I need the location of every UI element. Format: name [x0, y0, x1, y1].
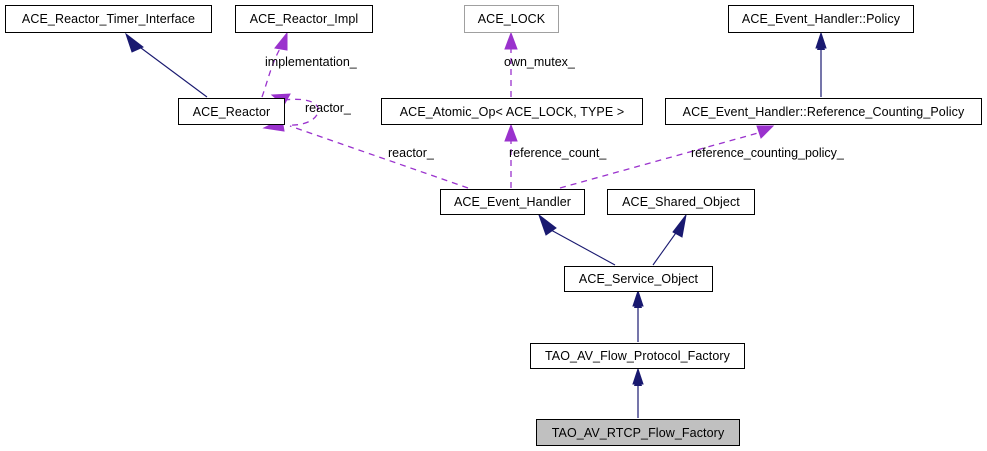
class-node-ace-reactor-timer-interface[interactable]: ACE_Reactor_Timer_Interface [5, 5, 212, 33]
edge-label-reference-counting-policy: reference_counting_policy_ [691, 146, 844, 160]
class-node-label: ACE_LOCK [477, 12, 546, 26]
class-node-tao-av-rtcp-flow-factory[interactable]: TAO_AV_RTCP_Flow_Factory [536, 419, 740, 446]
class-node-label: ACE_Reactor_Impl [249, 12, 359, 26]
edge-inheritance-rtcp-flow-factory-to-flow-protocol-factory [632, 367, 644, 418]
class-node-ace-atomic-op[interactable]: ACE_Atomic_Op< ACE_LOCK, TYPE > [381, 98, 643, 125]
class-node-tao-av-flow-protocol-factory[interactable]: TAO_AV_Flow_Protocol_Factory [530, 343, 745, 369]
class-node-label: ACE_Event_Handler [453, 195, 572, 209]
edge-label-reactor-self: reactor_ [305, 101, 351, 115]
class-node-ace-lock[interactable]: ACE_LOCK [464, 5, 559, 33]
class-node-label: TAO_AV_RTCP_Flow_Factory [551, 425, 725, 440]
class-node-ace-event-handler-reference-counting-policy[interactable]: ACE_Event_Handler::Reference_Counting_Po… [665, 98, 982, 125]
class-node-label: ACE_Event_Handler::Reference_Counting_Po… [682, 104, 965, 119]
class-node-label: ACE_Atomic_Op< ACE_LOCK, TYPE > [399, 104, 625, 119]
edge-association-atomic-op-to-ace-lock [504, 31, 518, 97]
edge-label-reference-count: reference_count_ [509, 146, 607, 160]
edge-inheritance-flow-protocol-factory-to-service-object [632, 289, 644, 342]
edge-label-own-mutex: own_mutex_ [504, 55, 575, 69]
class-node-label: ACE_Event_Handler::Policy [741, 12, 901, 26]
edge-association-event-handler-to-refcount-policy [559, 125, 775, 189]
class-node-ace-event-handler[interactable]: ACE_Event_Handler [440, 189, 585, 215]
class-node-ace-reactor-impl[interactable]: ACE_Reactor_Impl [235, 5, 373, 33]
edge-inheritance-service-object-to-event-handler [537, 213, 616, 266]
class-node-ace-shared-object[interactable]: ACE_Shared_Object [607, 189, 755, 215]
edge-inheritance-reactor-to-timer-interface [125, 32, 208, 98]
edge-inheritance-service-object-to-shared-object [652, 214, 687, 266]
edge-label-implementation: implementation_ [265, 55, 357, 69]
edge-association-reactor-to-reactor-impl [261, 31, 288, 98]
class-node-label: ACE_Service_Object [578, 272, 699, 286]
class-node-ace-service-object[interactable]: ACE_Service_Object [564, 266, 713, 292]
class-node-ace-reactor[interactable]: ACE_Reactor [178, 98, 285, 125]
edge-association-event-handler-to-reactor [289, 125, 469, 189]
class-node-label: ACE_Reactor_Timer_Interface [21, 12, 196, 26]
class-node-label: ACE_Shared_Object [622, 195, 740, 209]
edge-inheritance-refcount-policy-to-policy [815, 31, 827, 97]
class-node-label: ACE_Reactor [192, 104, 271, 119]
class-node-label: TAO_AV_Flow_Protocol_Factory [544, 349, 731, 363]
class-node-ace-event-handler-policy[interactable]: ACE_Event_Handler::Policy [728, 5, 914, 33]
edge-association-event-handler-to-atomic-op [504, 123, 518, 188]
edge-label-reactor-association: reactor_ [388, 146, 434, 160]
